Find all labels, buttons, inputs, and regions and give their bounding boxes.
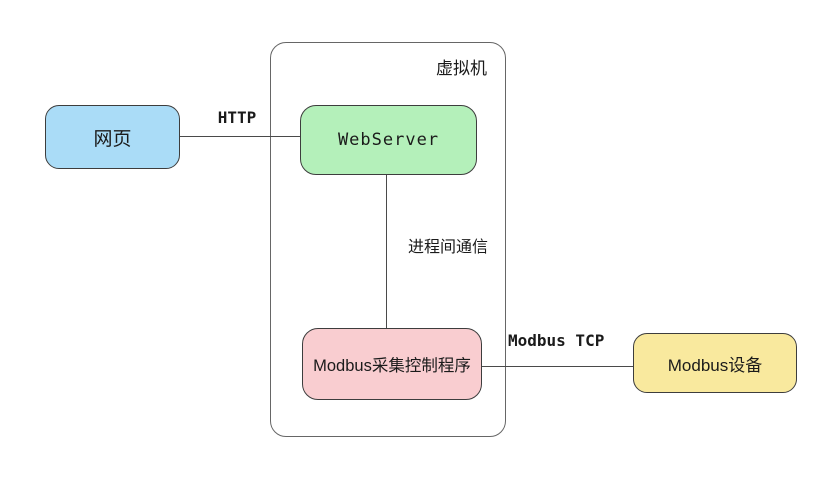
edge-tcp-label: Modbus TCP [508, 331, 605, 350]
node-webpage: 网页 [45, 105, 180, 169]
edge-tcp-line [482, 366, 633, 367]
node-webserver: WebServer [300, 105, 477, 175]
node-label: Modbus采集控制程序 [313, 357, 471, 375]
edge-http-label: HTTP [217, 108, 257, 127]
node-modbus-device: Modbus设备 [633, 333, 797, 393]
node-modbus-program: Modbus采集控制程序 [302, 328, 482, 400]
node-label: WebServer [337, 130, 440, 150]
vm-container: 虚拟机 [270, 42, 506, 437]
vm-label: 虚拟机 [436, 59, 487, 78]
edge-ipc-label: 进程间通信 [408, 239, 489, 256]
edge-http-line [180, 136, 300, 137]
edge-ipc-line [386, 175, 387, 328]
node-label: 网页 [93, 128, 132, 150]
node-label: Modbus设备 [667, 355, 763, 375]
